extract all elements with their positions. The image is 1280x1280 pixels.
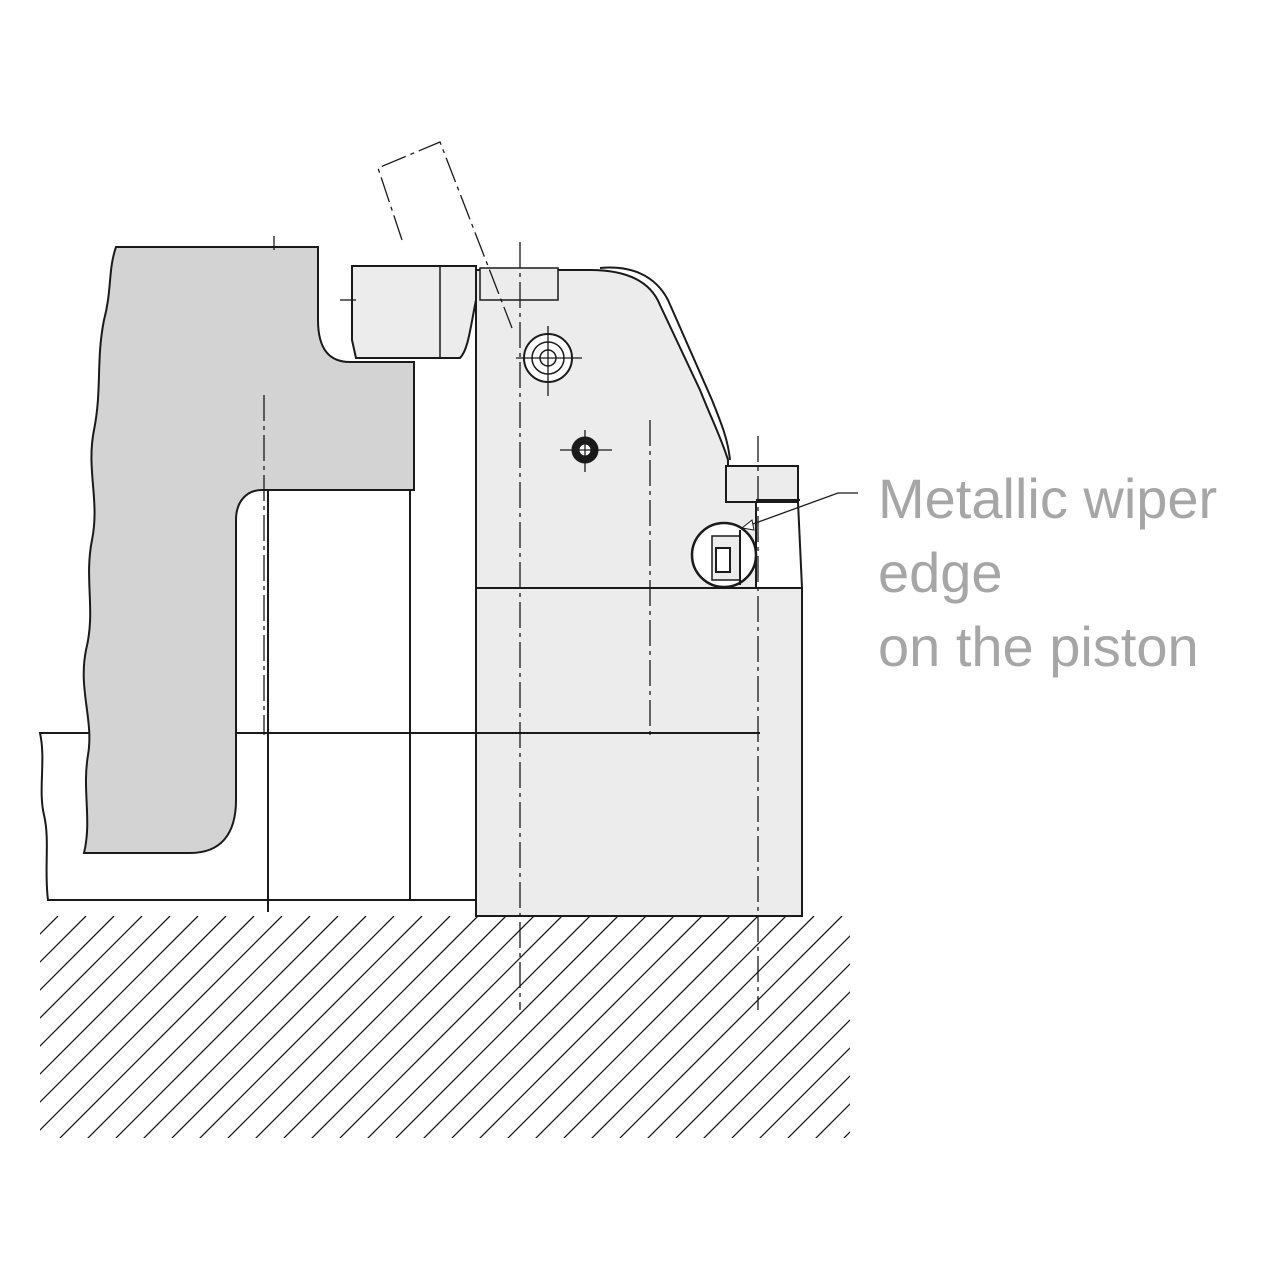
workpiece [82,246,415,854]
hatch-line [40,916,143,1019]
hatch-line [451,916,675,1138]
callout-line-3: on the piston [878,615,1199,678]
callout-line-2: edge [878,541,1003,604]
hatch-line [1088,916,1280,1146]
hatch-line [619,916,843,1138]
hatch-line [843,1131,850,1138]
hatch-line [40,916,59,935]
fixing-screw [560,430,612,472]
hatch-line [395,916,619,1138]
hatch-line [115,916,339,1138]
hatch-line [40,916,115,991]
hatch-line [255,916,479,1138]
hatch-line [1060,916,1280,1146]
hatch-line [815,1103,850,1138]
hatch-line [976,916,1206,1146]
hatch-line [87,916,311,1138]
hatch-line [40,916,171,1047]
hatch-line [40,916,227,1103]
hatch-line [948,916,1178,1146]
hatch-line [423,916,647,1138]
pivot-pin [516,326,582,396]
hatch-line [367,916,591,1138]
hatch-line [591,916,815,1138]
hatch-line [199,916,423,1138]
hatch-line [507,916,731,1138]
clamp-body-lower [475,587,803,917]
hatch-line [283,916,507,1138]
hatch-line [864,916,1094,1146]
hatch-line [675,963,850,1138]
hatch-line [143,916,367,1138]
hatch-line [731,1019,850,1138]
hatch-line [0,916,30,1146]
wiper-edge-detail [690,521,758,589]
callout-leader [741,492,858,529]
hatch-line [311,916,535,1138]
hatch-line [171,916,395,1138]
hatch-line [787,1075,850,1138]
hatch-line [339,916,563,1138]
hatch-line [535,916,759,1138]
hatch-line [227,916,451,1138]
base-hatching [0,916,1280,1146]
top-step-block [725,465,799,503]
hatch-line [40,916,87,963]
hatch-line [1004,916,1234,1146]
hatch-line [892,916,1122,1146]
hatch-line [40,916,255,1131]
clamping-arm [351,265,477,359]
hatch-line [1032,916,1262,1146]
callout-line-1: Metallic wiper [878,467,1218,530]
center-lines [263,141,759,1010]
hatch-line [759,1047,850,1138]
hatch-line [647,935,850,1138]
hatch-line [563,916,787,1138]
hatch-line [59,916,283,1138]
hatch-line [40,916,199,1075]
wiper-edge-callout-label: Metallic wiper edge on the piston [878,462,1217,684]
hatch-line [479,916,703,1138]
hatch-line [920,916,1150,1146]
hatch-line [703,991,850,1138]
